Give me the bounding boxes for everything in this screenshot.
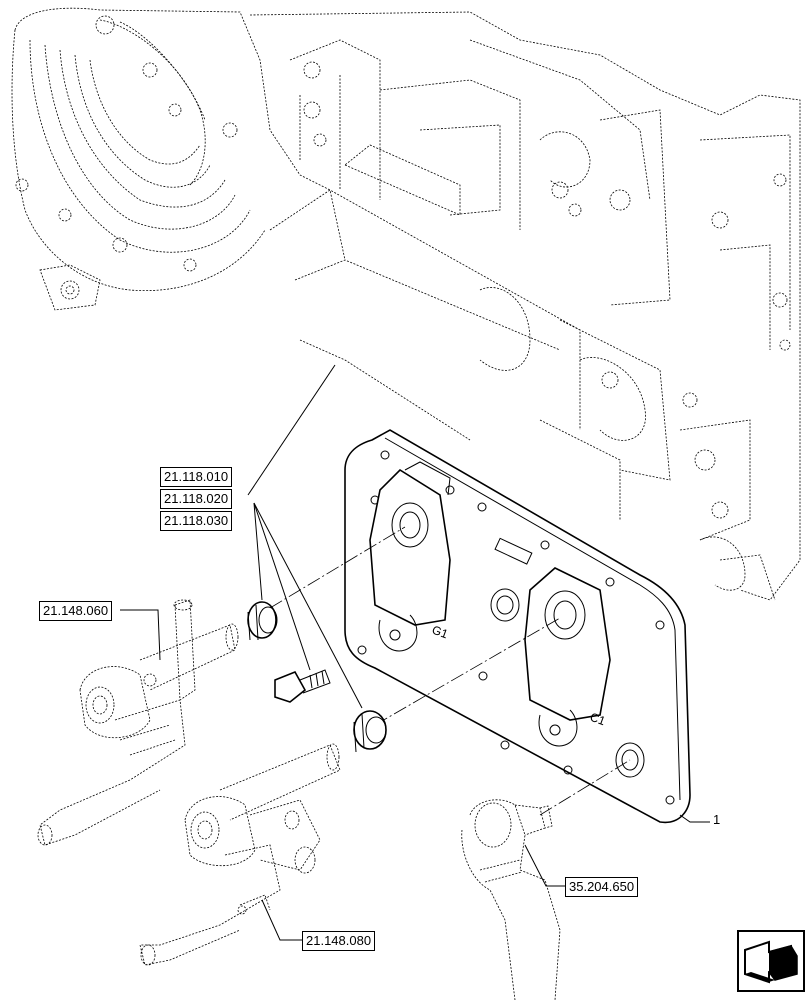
item-number-1: 1 (713, 812, 721, 827)
leader-lines (120, 364, 710, 941)
shift-lever-lower (139, 743, 341, 966)
shift-lever-upper (37, 599, 239, 846)
transmission-housing (11, 7, 801, 601)
ref-box-21-118-010[interactable]: 21.118.010 (160, 467, 233, 487)
next-page-arrow-icon[interactable] (737, 930, 805, 992)
assembly-centerlines (269, 526, 631, 816)
ref-box-21-118-020[interactable]: 21.118.020 (160, 489, 233, 509)
hose-fitting (461, 799, 561, 1000)
valve-cover-plate (344, 429, 691, 824)
ref-box-21-148-080[interactable]: 21.148.080 (302, 931, 376, 951)
seal-ring-lower (353, 710, 387, 753)
loose-parts (247, 601, 387, 753)
ref-box-35-204-650[interactable]: 35.204.650 (565, 877, 639, 897)
bolt (274, 669, 331, 703)
arrow-glyph-icon (744, 940, 798, 984)
ref-box-21-118-030[interactable]: 21.118.030 (160, 511, 233, 531)
seal-ring-upper (247, 601, 278, 641)
ref-box-21-148-060[interactable]: 21.148.060 (39, 601, 113, 621)
